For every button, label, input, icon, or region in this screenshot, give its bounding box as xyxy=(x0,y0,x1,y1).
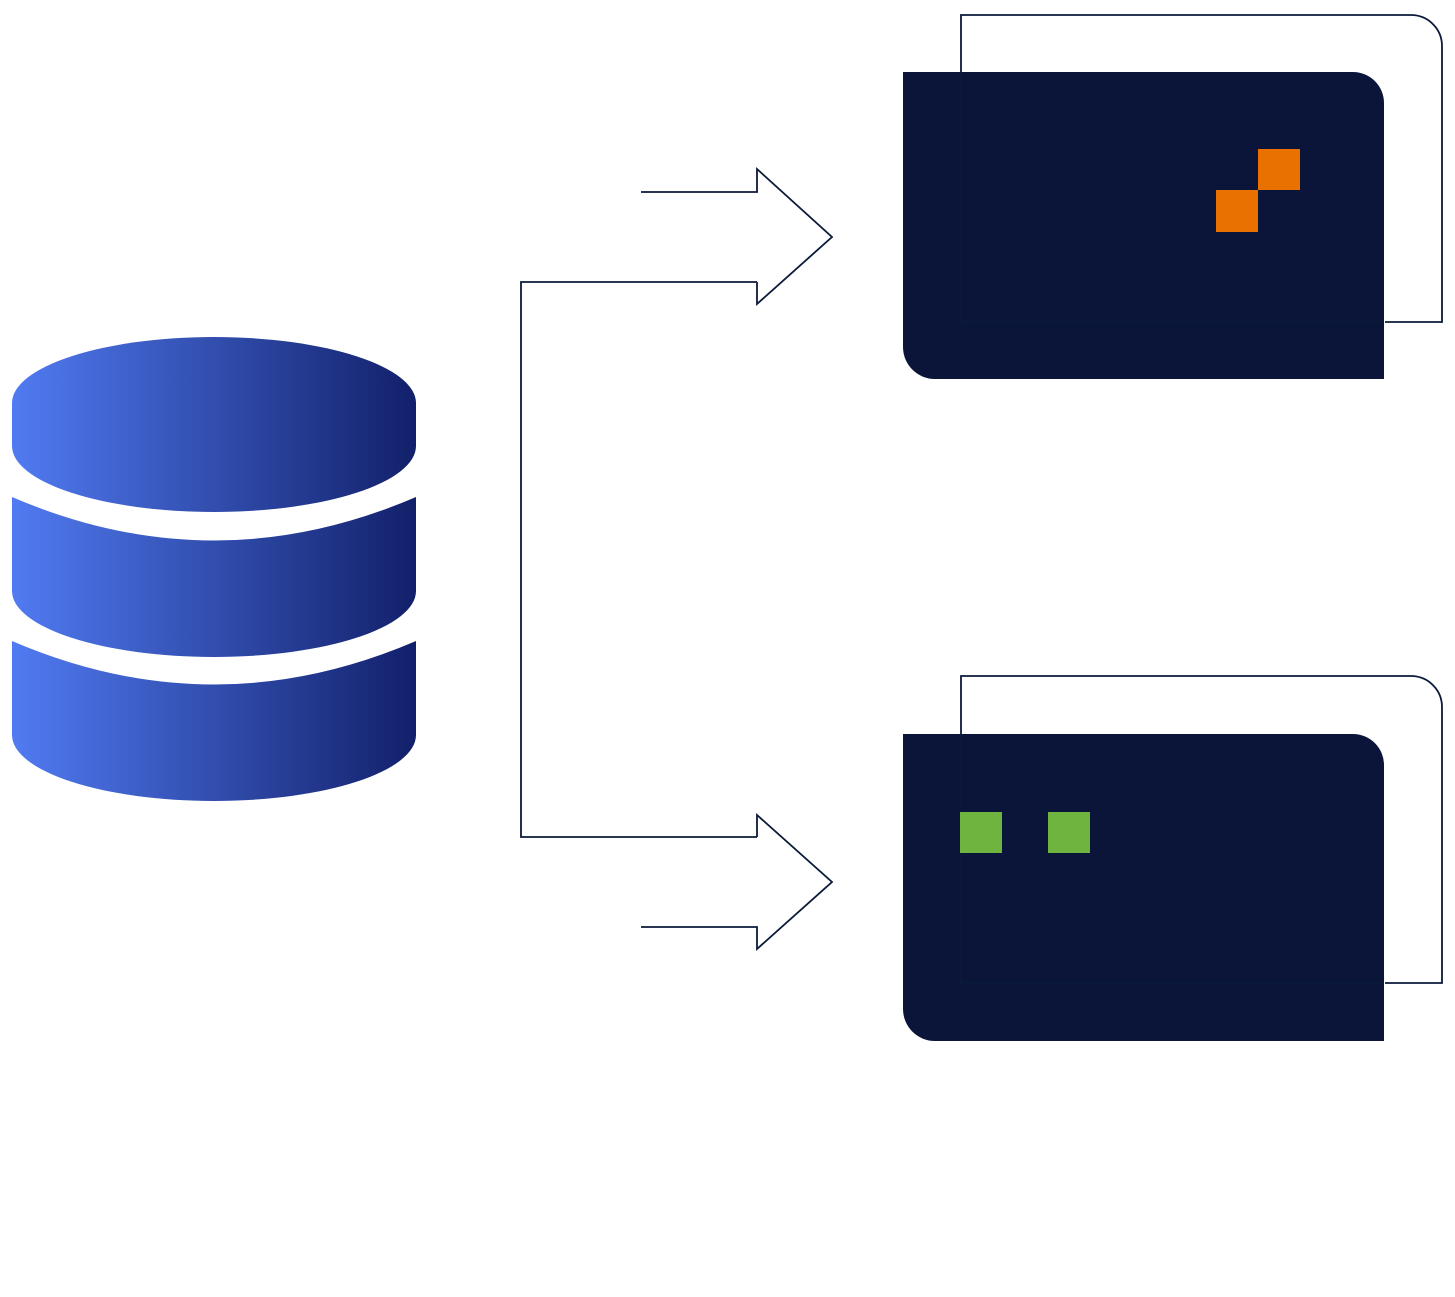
top-arrow-icon xyxy=(641,166,834,307)
bottom-arrow-icon xyxy=(641,812,834,952)
database-bottom-disk xyxy=(12,641,416,801)
database-middle-disk xyxy=(12,497,416,657)
orange-pixel-mark xyxy=(1216,190,1258,232)
green-pixel-mark xyxy=(1048,812,1090,853)
bottom-panel-fill xyxy=(903,734,1384,1041)
database-top-disk xyxy=(12,337,416,512)
bottom-panel xyxy=(903,675,1443,1041)
top-panel-outline xyxy=(960,14,1443,323)
green-pixel-mark xyxy=(960,812,1002,853)
fork-connector-line xyxy=(520,281,757,838)
top-panel-outline-overlay xyxy=(960,72,1384,323)
top-panel-fill xyxy=(903,72,1384,379)
database-icon xyxy=(12,337,416,801)
orange-pixel-mark xyxy=(1258,149,1300,190)
bottom-panel-outline xyxy=(960,675,1443,984)
top-panel xyxy=(903,14,1443,379)
